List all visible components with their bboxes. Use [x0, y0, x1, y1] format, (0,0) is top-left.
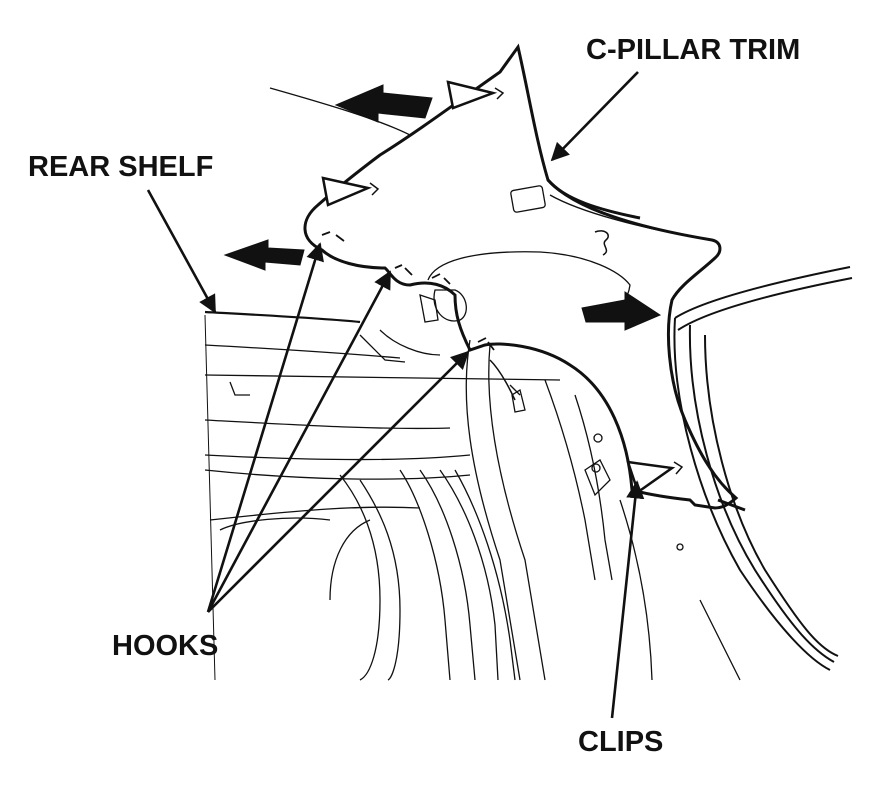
clip-tabs — [369, 87, 684, 475]
c-pillar-trim-panel — [303, 43, 746, 512]
vehicle-body-structure — [204, 87, 741, 681]
clip-top — [446, 80, 498, 110]
rear-window-frame — [673, 266, 853, 671]
rear-shelf-edge — [204, 310, 361, 324]
hook-markers — [321, 231, 495, 351]
c-pillar-trim-label: C-PILLAR TRIM — [586, 34, 800, 66]
leader-lines — [146, 71, 645, 719]
removal-direction-arrows — [223, 84, 662, 331]
arrow-pull-left — [223, 239, 305, 271]
clip-lower-right — [626, 460, 676, 494]
clips-label: CLIPS — [578, 726, 663, 758]
arrow-push-right — [581, 291, 662, 331]
hooks-label: HOOKS — [112, 630, 218, 662]
clip-upper-left — [321, 176, 373, 207]
rear-shelf-label: REAR SHELF — [28, 151, 213, 183]
arrow-pull-top — [334, 84, 433, 123]
